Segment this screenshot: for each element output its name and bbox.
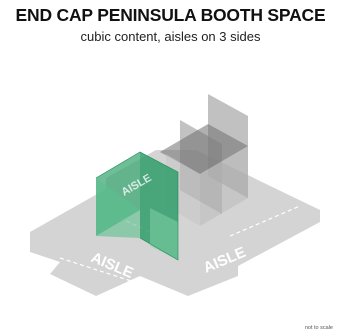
scale-note: not to scale: [304, 325, 333, 331]
page-subtitle: cubic content, aisles on 3 sides: [80, 29, 261, 44]
peninsula-booth: [95, 151, 179, 261]
page-title: END CAP PENINSULA BOOTH SPACE: [15, 5, 326, 25]
